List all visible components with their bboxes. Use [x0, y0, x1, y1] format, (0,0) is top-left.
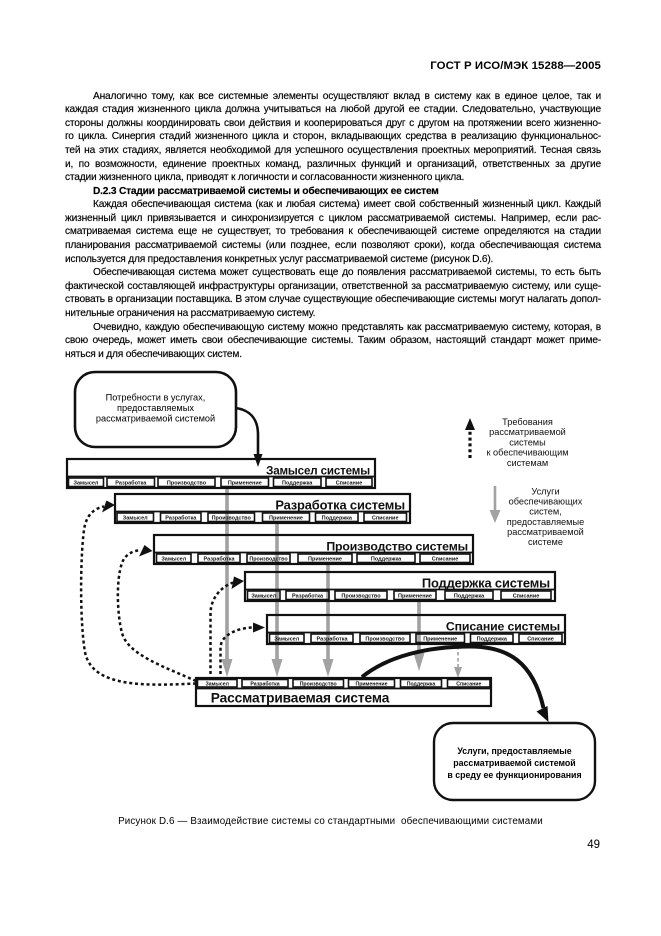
- svg-text:Применение: Применение: [269, 516, 303, 522]
- svg-text:в среду ее функционирования: в среду ее функционирования: [447, 770, 581, 780]
- svg-text:Потребности в услугах,: Потребности в услугах,: [106, 393, 206, 403]
- svg-text:Требования: Требования: [502, 417, 553, 427]
- svg-text:Замысел: Замысел: [274, 637, 299, 643]
- svg-text:Поддержка системы: Поддержка системы: [422, 576, 550, 591]
- svg-text:Услуги, предоставляемые: Услуги, предоставляемые: [457, 746, 571, 756]
- svg-text:предоставляемых: предоставляемых: [117, 403, 194, 413]
- svg-text:Замысел системы: Замысел системы: [266, 465, 370, 478]
- svg-text:Производство: Производство: [167, 480, 207, 486]
- svg-text:Услуги: Услуги: [531, 487, 559, 497]
- svg-text:Применение: Применение: [423, 637, 457, 643]
- svg-text:Производство: Производство: [341, 594, 381, 600]
- svg-text:предоставляемые: предоставляемые: [507, 517, 584, 527]
- svg-text:Списание: Списание: [432, 557, 459, 563]
- svg-text:Разработка: Разработка: [317, 636, 349, 643]
- svg-text:Замысел: Замысел: [123, 516, 148, 522]
- svg-text:Применение: Применение: [398, 594, 432, 600]
- svg-text:Производство: Производство: [300, 682, 337, 688]
- svg-text:Поддержка: Поддержка: [407, 682, 436, 688]
- svg-text:рассматриваемой системой: рассматриваемой системой: [96, 413, 215, 423]
- svg-text:систем,: систем,: [529, 507, 561, 517]
- svg-text:Разработка: Разработка: [204, 556, 236, 563]
- svg-text:рассматриваемой системой: рассматриваемой системой: [453, 758, 575, 768]
- svg-text:Применение: Применение: [308, 557, 342, 563]
- svg-text:Замысел: Замысел: [74, 480, 99, 486]
- svg-text:Замысел: Замысел: [205, 682, 228, 688]
- svg-text:системам: системам: [507, 458, 548, 468]
- svg-text:Списание: Списание: [336, 480, 363, 486]
- svg-text:Списание: Списание: [513, 594, 540, 600]
- svg-text:Производство системы: Производство системы: [326, 540, 468, 554]
- svg-text:рассматриваемой: рассматриваемой: [507, 527, 584, 537]
- svg-text:Разработка: Разработка: [165, 515, 197, 522]
- svg-text:рассматриваемой: рассматриваемой: [489, 427, 566, 437]
- svg-text:Поддержка: Поддержка: [477, 637, 508, 643]
- svg-text:Списание: Списание: [372, 516, 399, 522]
- svg-text:Замысел: Замысел: [251, 594, 276, 600]
- svg-text:системы: системы: [509, 437, 545, 447]
- svg-text:Рассматриваемая система: Рассматриваемая система: [211, 691, 390, 706]
- svg-text:Производство: Производство: [249, 557, 288, 563]
- svg-text:Замысел: Замысел: [161, 557, 186, 563]
- svg-text:обеспечивающих: обеспечивающих: [509, 497, 583, 507]
- svg-text:Поддержка: Поддержка: [454, 594, 485, 600]
- svg-text:Разработка системы: Разработка системы: [275, 498, 405, 513]
- svg-text:Применение: Применение: [228, 480, 262, 486]
- svg-text:Списание: Списание: [456, 682, 481, 688]
- svg-text:к обеспечивающим: к обеспечивающим: [486, 448, 568, 458]
- svg-text:Применение: Применение: [355, 682, 387, 688]
- svg-text:Разработка: Разработка: [250, 681, 279, 688]
- svg-text:Разработка: Разработка: [115, 479, 147, 486]
- svg-text:Списание системы: Списание системы: [446, 620, 560, 634]
- svg-text:Списание: Списание: [527, 637, 554, 643]
- svg-text:системе: системе: [528, 537, 563, 547]
- svg-text:Производство: Производство: [212, 516, 252, 522]
- svg-text:Поддержка: Поддержка: [282, 480, 313, 486]
- svg-text:Поддержка: Поддержка: [322, 516, 353, 522]
- svg-text:Поддержка: Поддержка: [371, 557, 402, 563]
- svg-text:Разработка: Разработка: [292, 593, 324, 600]
- svg-text:Производство: Производство: [365, 637, 405, 643]
